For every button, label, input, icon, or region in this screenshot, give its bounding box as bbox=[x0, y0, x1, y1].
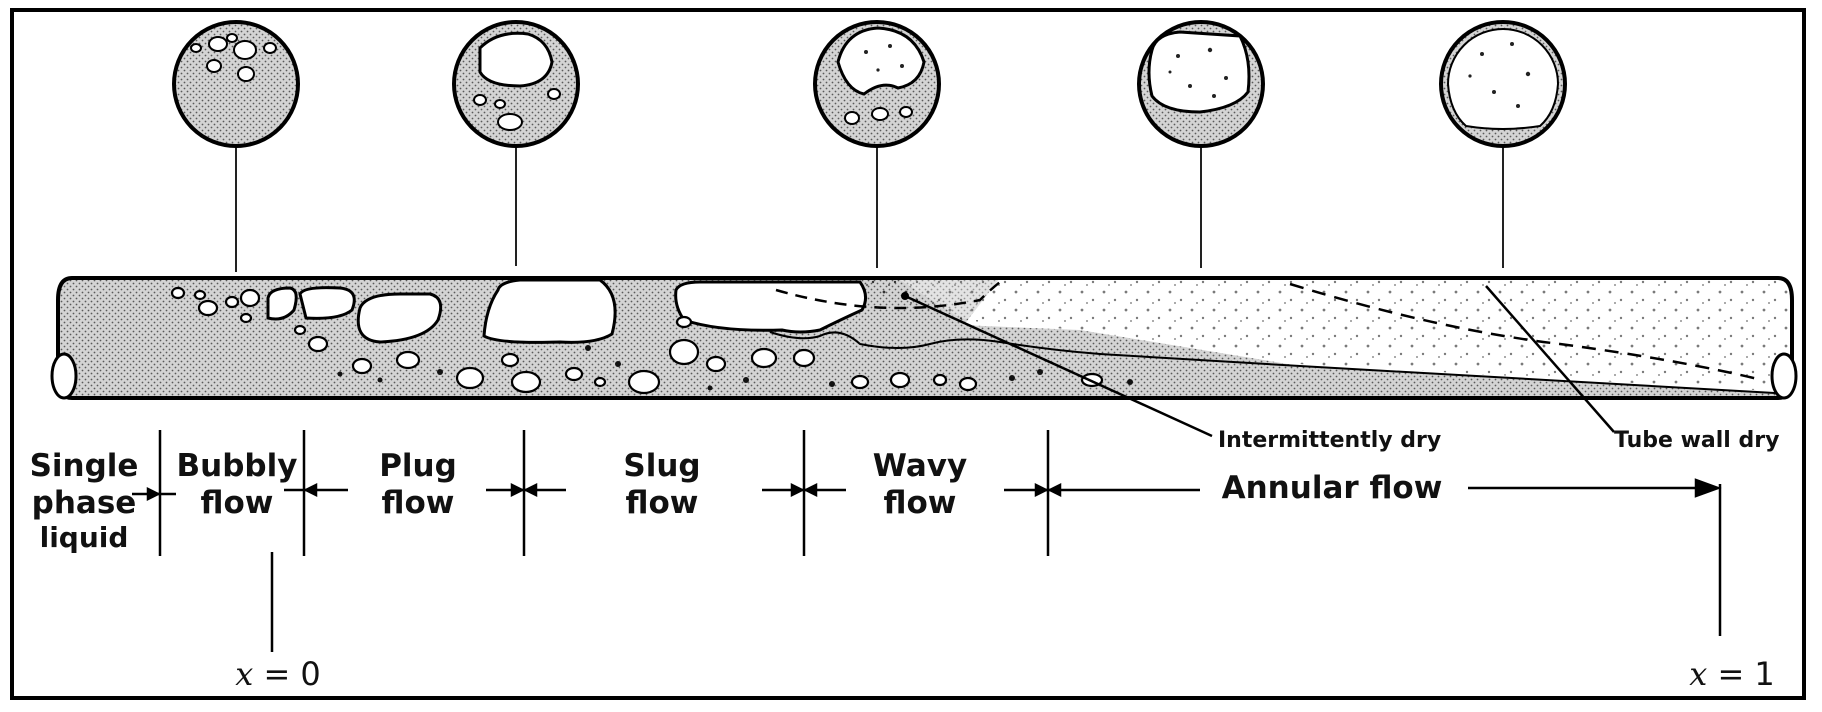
regime-line: Wavy bbox=[872, 448, 968, 484]
regime-line: Slug bbox=[623, 448, 701, 484]
regime-boundaries bbox=[158, 430, 1722, 652]
quality-value: = 0 bbox=[263, 655, 321, 693]
label-slug-flow: Slug flow bbox=[600, 448, 724, 521]
tube-wall-dry-leader bbox=[1485, 285, 1615, 433]
intermittently-dry-leader bbox=[904, 294, 1213, 438]
label-tube-wall-dry: Tube wall dry bbox=[1614, 428, 1780, 453]
tube bbox=[50, 276, 1798, 400]
label-plug-flow: Plug flow bbox=[356, 448, 480, 521]
cross-section-wavy bbox=[1137, 20, 1265, 268]
quality-variable: x bbox=[235, 655, 254, 693]
label-wavy-flow: Wavy flow bbox=[858, 448, 982, 521]
label-annular-flow: Annular flow bbox=[1200, 470, 1464, 507]
cross-section-plug bbox=[452, 20, 580, 266]
regime-line: liquid bbox=[39, 521, 129, 555]
regime-line: Single bbox=[29, 448, 139, 484]
quality-marker-end: x = 1 bbox=[1672, 655, 1792, 694]
regime-arrows bbox=[132, 478, 1722, 502]
regime-line: flow bbox=[883, 484, 957, 521]
label-single-phase-liquid: Single phase liquid bbox=[20, 448, 148, 554]
cross-section-slug bbox=[813, 20, 941, 268]
regime-line: Bubbly bbox=[176, 448, 298, 484]
regime-line: phase bbox=[31, 484, 137, 521]
regime-line: flow bbox=[625, 484, 699, 521]
regime-line: flow bbox=[200, 484, 274, 521]
regime-line: flow bbox=[381, 484, 455, 521]
quality-marker-start: x = 0 bbox=[218, 655, 338, 694]
cross-section-bubbly bbox=[172, 20, 300, 272]
cross-section-annular bbox=[1439, 20, 1567, 268]
label-intermittently-dry: Intermittently dry bbox=[1218, 428, 1442, 453]
quality-value: = 1 bbox=[1717, 655, 1775, 693]
regime-line: Plug bbox=[379, 448, 457, 484]
quality-variable: x bbox=[1689, 655, 1708, 693]
regime-line: Annular flow bbox=[1221, 470, 1443, 506]
label-bubbly-flow: Bubbly flow bbox=[170, 448, 304, 521]
